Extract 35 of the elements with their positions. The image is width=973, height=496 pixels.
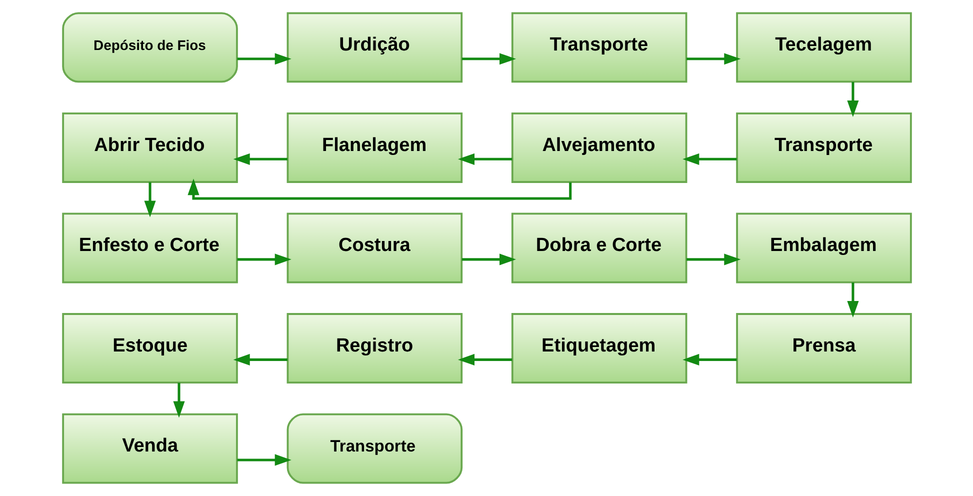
node-box: Dobra e Corte	[510, 212, 687, 284]
arrow	[236, 454, 291, 466]
node-box: Estoque	[62, 313, 238, 384]
node-box: Depósito de Fios	[62, 12, 238, 83]
node-box: Transporte	[510, 12, 687, 83]
arrow	[172, 382, 184, 418]
node-box: Registro	[286, 313, 462, 384]
arrow	[236, 53, 291, 65]
arrow	[682, 153, 736, 165]
arrow	[846, 82, 858, 117]
arrow	[461, 53, 516, 65]
node-box: Transporte	[736, 112, 912, 183]
arrow	[457, 354, 512, 366]
node-box: Urdição	[286, 12, 462, 83]
arrow	[846, 282, 858, 318]
node-box: Prensa	[736, 313, 912, 384]
node-box: Abrir Tecido	[62, 112, 238, 183]
arrow	[686, 53, 740, 65]
node-box: Alvejamento	[510, 112, 687, 183]
arrow	[144, 182, 156, 218]
arrow	[232, 153, 287, 165]
node-box: Transporte	[286, 413, 462, 484]
arrow	[686, 254, 740, 266]
node-box: Costura	[286, 212, 462, 284]
node-box: Tecelagem	[736, 12, 912, 83]
arrow	[232, 354, 287, 366]
arrow	[682, 354, 736, 366]
node-box: Embalagem	[736, 212, 912, 284]
node-box: Flanelagem	[286, 112, 462, 183]
node-box: Etiquetagem	[510, 313, 687, 384]
arrow	[461, 254, 516, 266]
node-box: Venda	[62, 413, 238, 484]
arrow	[457, 153, 512, 165]
node-box: Enfesto e Corte	[62, 212, 238, 284]
arrow	[236, 254, 291, 266]
